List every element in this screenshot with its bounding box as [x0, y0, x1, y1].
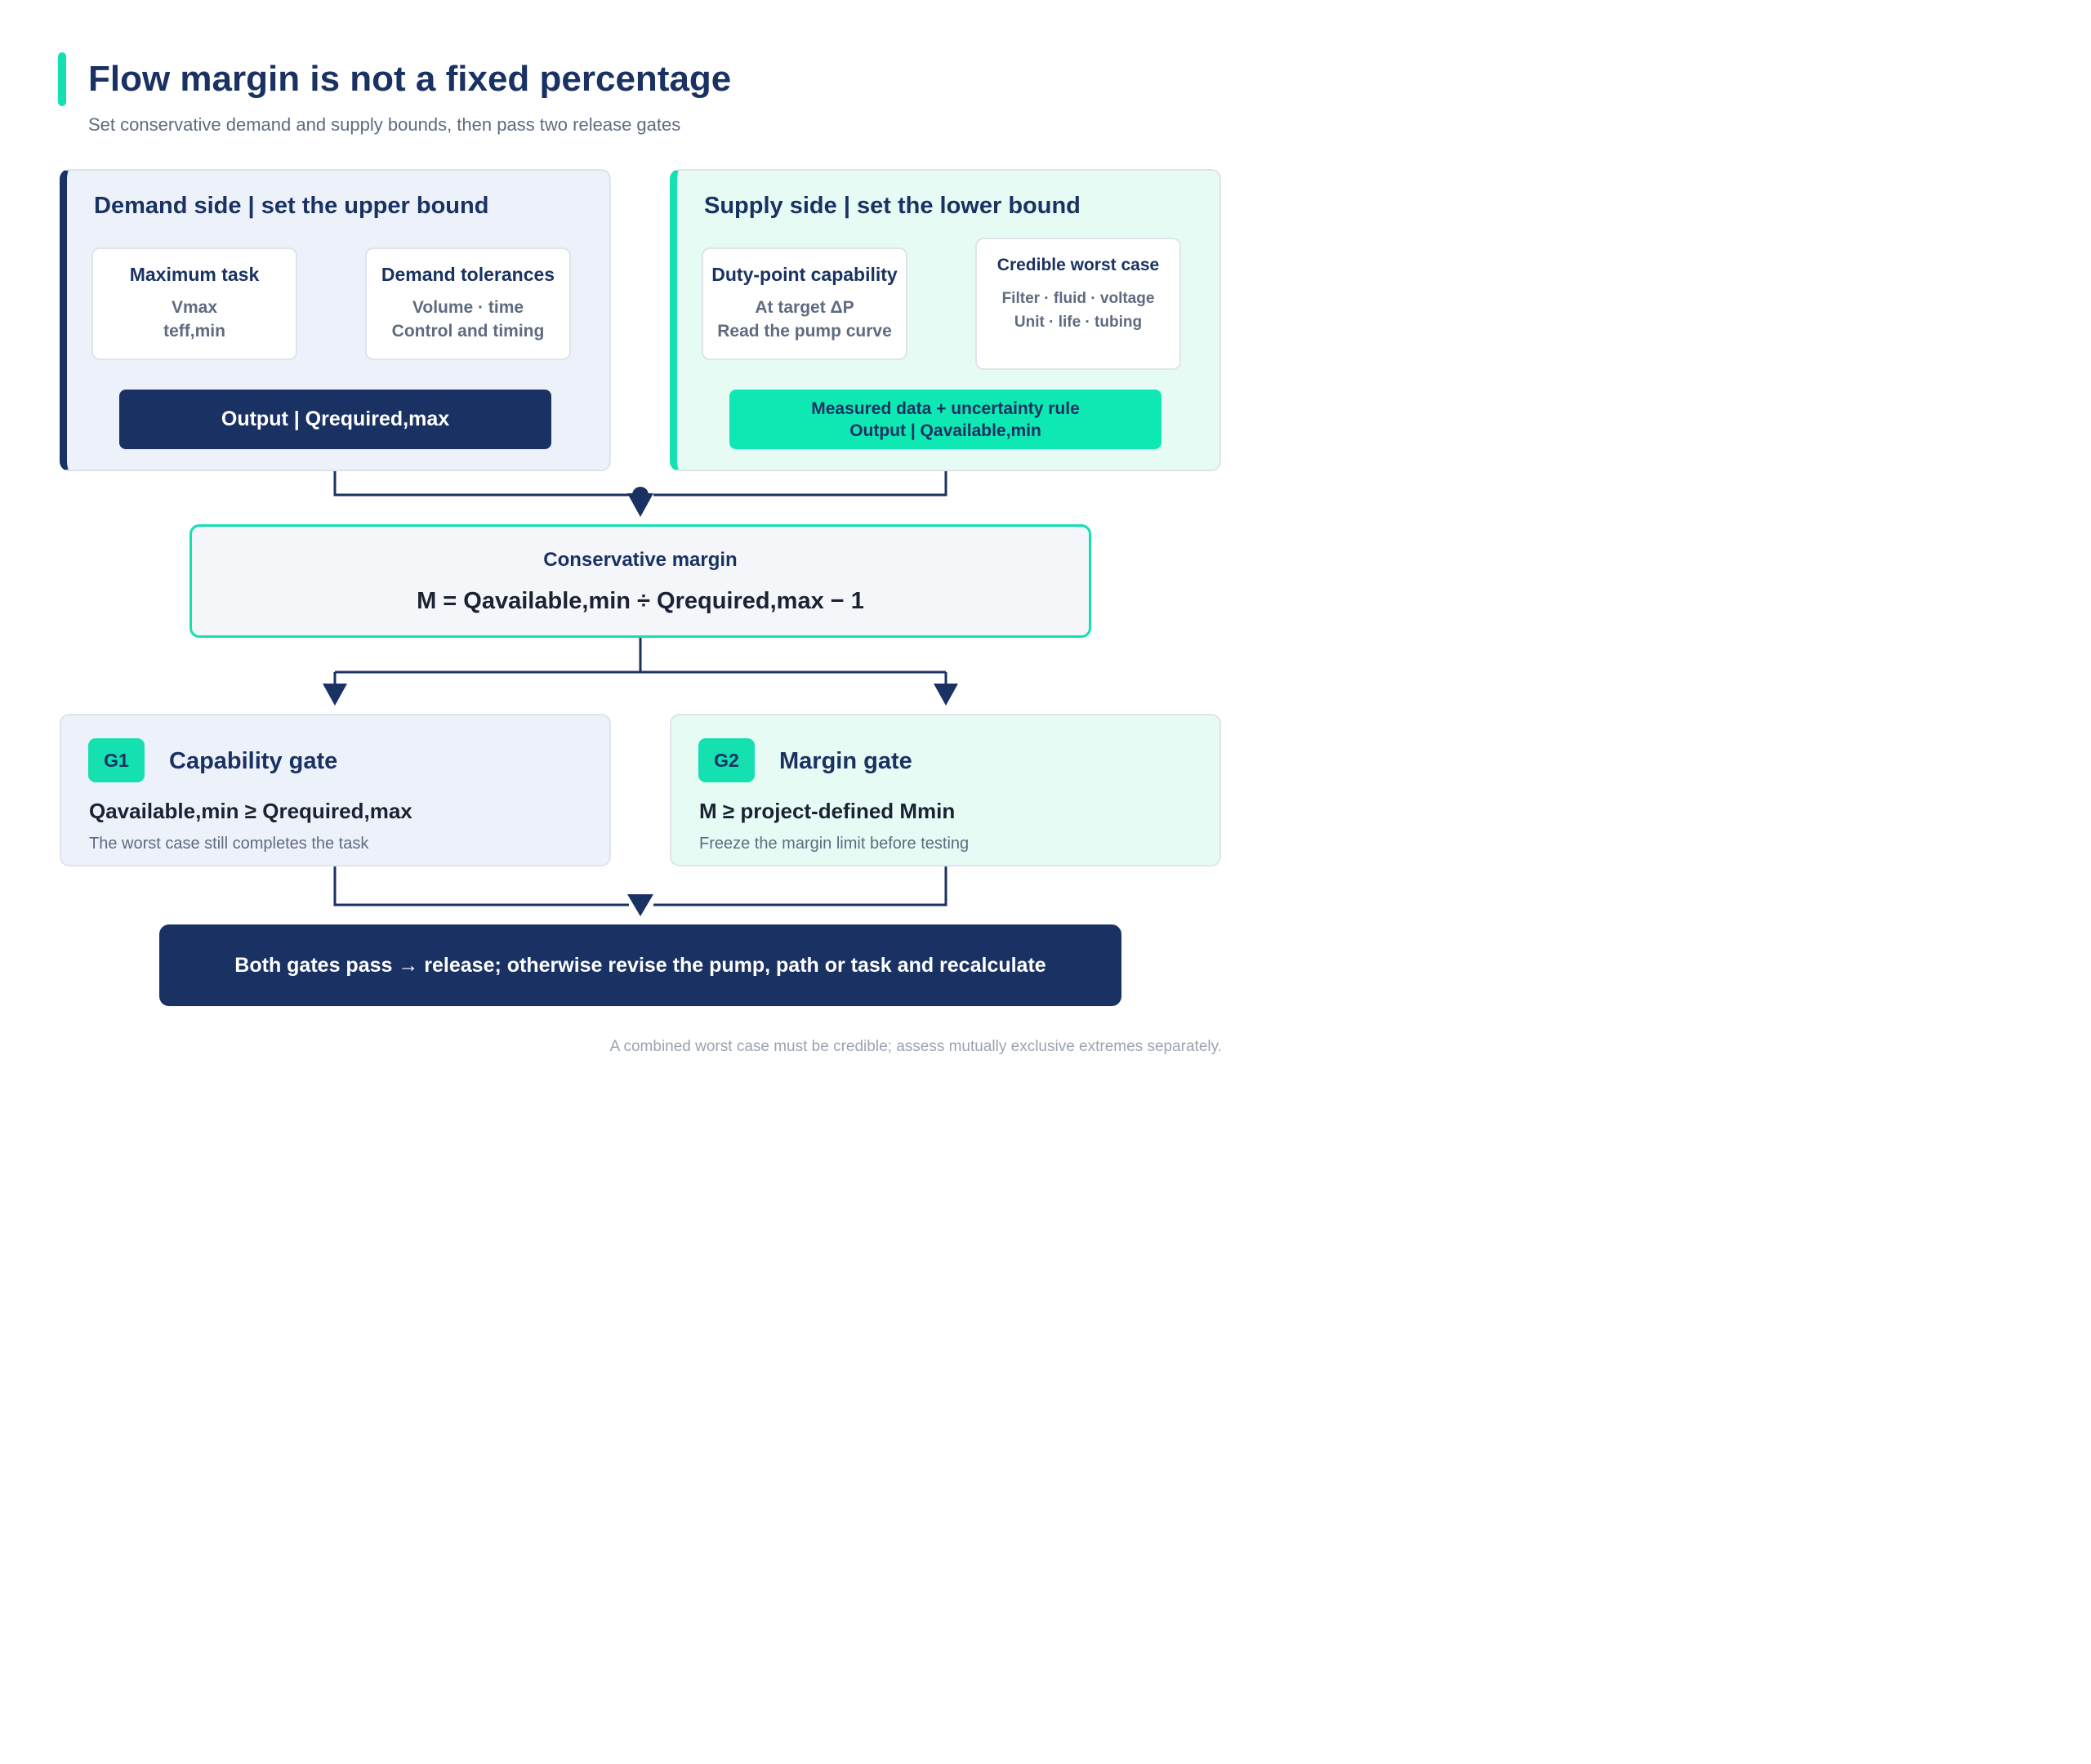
- g2-badge: G2: [698, 738, 755, 782]
- margin-formula: M = Qavailable,min ÷ Qrequired,max − 1: [417, 588, 864, 614]
- credible-worst-case-card: Credible worst case Filter · fluid · vol…: [975, 238, 1181, 370]
- supply-panel-title: Supply side | set the lower bound: [704, 193, 1081, 219]
- title-accent-bar: [58, 52, 66, 106]
- demand-tolerances-line-2: Control and timing: [391, 322, 545, 341]
- margin-title: Conservative margin: [543, 549, 738, 571]
- arrowhead-to-margin: [627, 493, 653, 517]
- capability-gate-note: The worst case still completes the task: [89, 835, 369, 853]
- demand-tolerances-line-1: Volume · time: [412, 298, 524, 317]
- demand-panel-title: Demand side | set the upper bound: [94, 193, 489, 219]
- capability-gate-panel: G1 Capability gate Qavailable,min ≥ Qreq…: [60, 714, 611, 866]
- supply-output-line-1: Measured data + uncertainty rule: [811, 399, 1080, 418]
- g2-to-final-line: [653, 866, 947, 906]
- demand-tolerances-card: Demand tolerances Volume · time Control …: [365, 247, 571, 360]
- margin-gate-condition: M ≥ project-defined Mmin: [699, 799, 956, 823]
- credible-worst-case-heading: Credible worst case: [996, 256, 1160, 274]
- arrowhead-to-g2: [934, 684, 958, 706]
- footnote: A combined worst case must be credible; …: [609, 1038, 1222, 1055]
- g1-to-final-line: [333, 866, 629, 906]
- capability-gate-condition: Qavailable,min ≥ Qrequired,max: [89, 799, 412, 823]
- arrowhead-to-final: [627, 894, 653, 916]
- credible-worst-case-line-1: Filter · fluid · voltage: [1001, 290, 1155, 307]
- margin-gate-panel: G2 Margin gate M ≥ project-defined Mmin …: [670, 714, 1221, 866]
- arrowhead-to-g1: [323, 684, 347, 706]
- duty-point-heading: Duty-point capability: [711, 264, 898, 285]
- maximum-task-line-2: teff,min: [163, 322, 225, 341]
- margin-gate-note: Freeze the margin limit before testing: [699, 835, 970, 853]
- maximum-task-card: Maximum task Vmax teff,min: [91, 247, 297, 360]
- page-title: Flow margin is not a fixed percentage: [88, 59, 732, 99]
- maximum-task-line-1: Vmax: [171, 298, 218, 317]
- demand-tolerances-heading: Demand tolerances: [381, 264, 555, 285]
- duty-point-line-2: Read the pump curve: [717, 322, 892, 341]
- duty-point-line-1: At target ΔP: [755, 298, 854, 317]
- supply-output: Measured data + uncertainty rule Output …: [729, 390, 1161, 449]
- margin-to-gates-lines: [333, 638, 947, 684]
- conservative-margin-box: Conservative margin M = Qavailable,min ÷…: [189, 524, 1091, 638]
- page-subtitle: Set conservative demand and supply bound…: [88, 114, 681, 135]
- g1-badge: G1: [88, 738, 145, 782]
- duty-point-card: Duty-point capability At target ΔP Read …: [702, 247, 907, 360]
- margin-gate-title: Margin gate: [779, 748, 912, 774]
- credible-worst-case-line-2: Unit · life · tubing: [1014, 314, 1143, 331]
- demand-output: Output | Qrequired,max: [119, 390, 551, 449]
- capability-gate-title: Capability gate: [169, 748, 338, 774]
- supply-output-line-2: Output | Qavailable,min: [849, 421, 1041, 440]
- maximum-task-heading: Maximum task: [129, 264, 260, 285]
- release-decision-box: Both gates pass → release; otherwise rev…: [159, 924, 1121, 1006]
